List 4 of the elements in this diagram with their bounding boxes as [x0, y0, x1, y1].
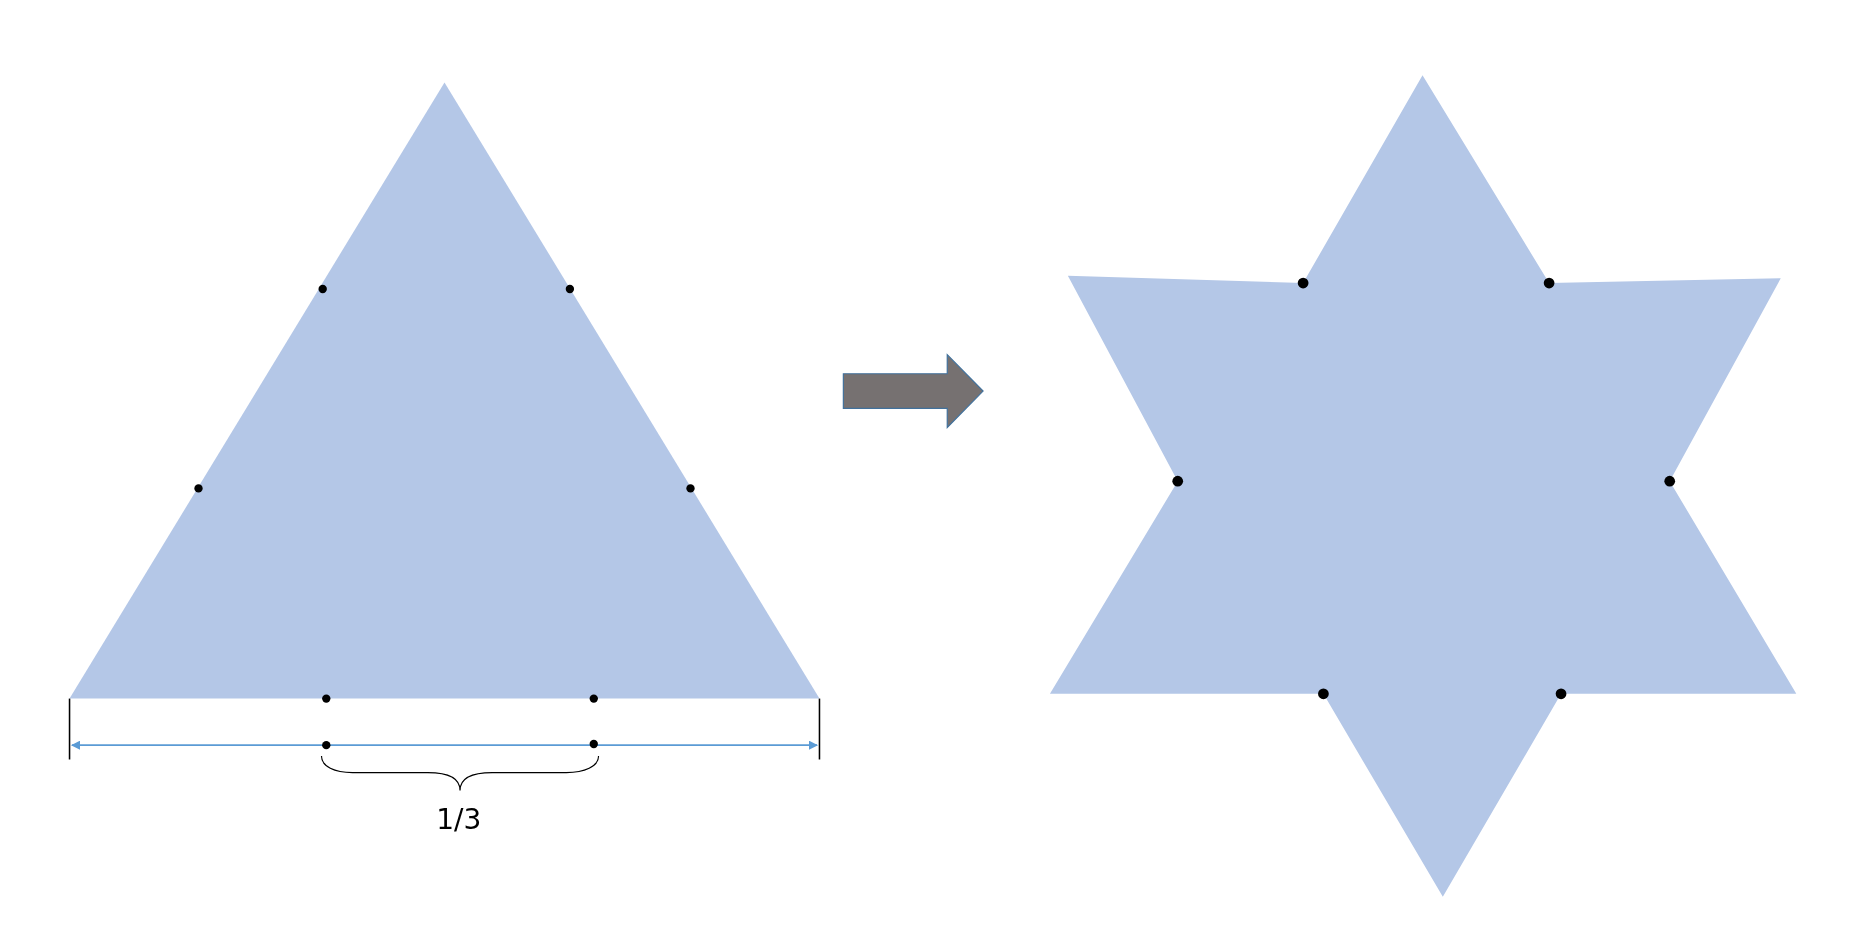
fraction-label: 1/3	[436, 802, 482, 836]
star-shape	[1049, 75, 1797, 897]
block-arrow	[842, 353, 984, 429]
triangle-shape	[69, 82, 820, 699]
